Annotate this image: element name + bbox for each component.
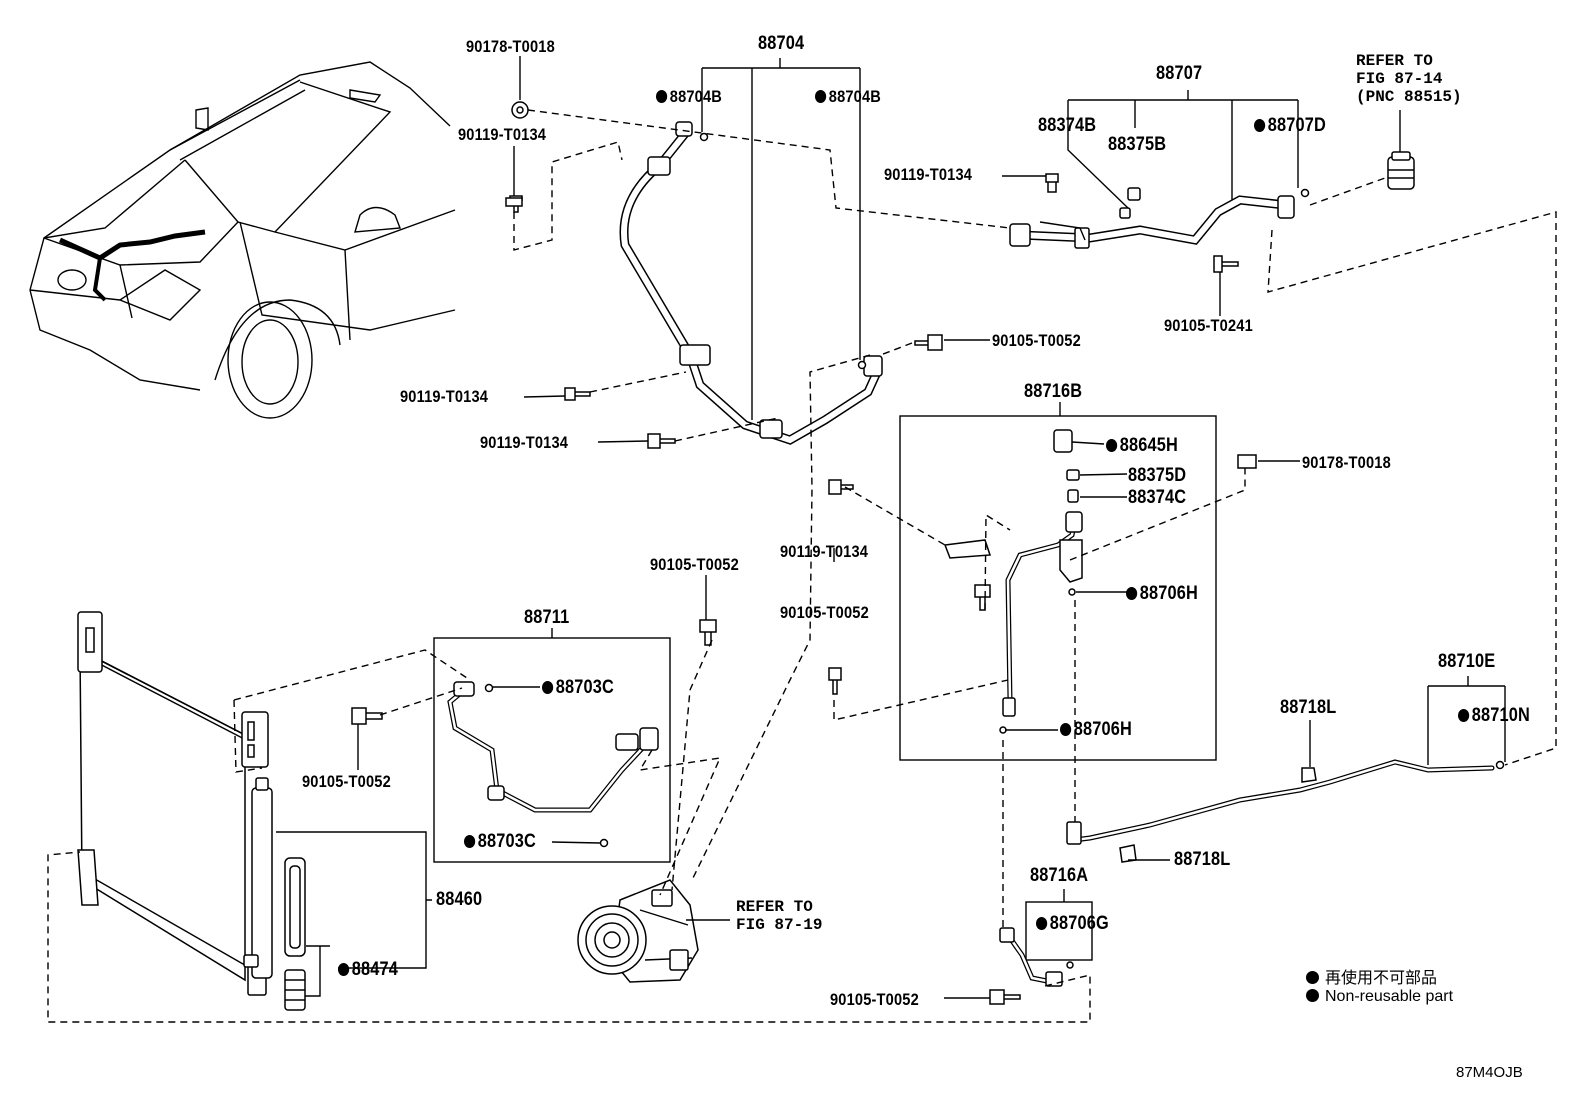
legend-row-chinese: 再使用不可部品 bbox=[1306, 964, 1437, 988]
desiccant-88474-icon bbox=[284, 857, 306, 1011]
part-label-88710n: 88710N bbox=[1458, 706, 1530, 725]
part-label-88645h: 88645H bbox=[1106, 436, 1178, 455]
part-label-90119-t0134-a: 90119-T0134 bbox=[458, 125, 547, 144]
part-label-90105-t0052-e: 90105-T0052 bbox=[830, 990, 919, 1009]
pipe-88707 bbox=[1009, 187, 1310, 249]
part-label-88704: 88704 bbox=[758, 33, 805, 54]
leader-lines bbox=[276, 56, 1506, 999]
part-label-88706h-b: 88706H bbox=[1060, 720, 1132, 739]
part-label-90105-t0052-c: 90105-T0052 bbox=[780, 603, 869, 622]
part-label-88706h-a: 88706H bbox=[1126, 584, 1198, 603]
refer-fig-87-19: REFER TO FIG 87-19 bbox=[736, 898, 823, 934]
part-label-90119-t0134-e: 90119-T0134 bbox=[780, 542, 869, 561]
part-label-88703c-b: 88703C bbox=[464, 832, 536, 851]
part-label-88474: 88474 bbox=[338, 960, 398, 979]
part-label-88703c-a: 88703C bbox=[542, 678, 614, 697]
legend-text-chinese: 再使用不可部品 bbox=[1325, 970, 1438, 987]
part-label-88718l-b: 88718L bbox=[1174, 849, 1231, 870]
condenser-88460-icon bbox=[77, 611, 273, 996]
part-label-88460: 88460 bbox=[436, 889, 483, 910]
box-88716b bbox=[899, 415, 1217, 761]
pipe-88716a bbox=[999, 927, 1074, 987]
part-label-88716a: 88716A bbox=[1030, 865, 1089, 886]
pipe-88716b bbox=[943, 429, 1083, 734]
part-label-90178-t0018-right: 90178-T0018 bbox=[1302, 453, 1391, 472]
part-label-88704b-left: 88704B bbox=[656, 88, 722, 105]
receiver-icon bbox=[1387, 151, 1415, 190]
part-label-90119-t0134-c: 90119-T0134 bbox=[400, 387, 489, 406]
refer-fig-87-14: REFER TO FIG 87-14 (PNC 88515) bbox=[1356, 52, 1462, 106]
part-label-90105-t0052-a: 90105-T0052 bbox=[992, 331, 1081, 350]
part-label-88716b: 88716B bbox=[1024, 381, 1083, 402]
part-label-90119-t0134-b: 90119-T0134 bbox=[884, 165, 973, 184]
part-label-88710e: 88710E bbox=[1438, 651, 1496, 672]
part-label-88704b-right: 88704B bbox=[815, 88, 881, 105]
part-label-90119-t0134-d: 90119-T0134 bbox=[480, 433, 569, 452]
part-label-88374c: 88374C bbox=[1128, 487, 1187, 508]
suction-hose-88704 bbox=[619, 121, 883, 445]
vehicle-front-icon bbox=[29, 61, 456, 419]
part-label-88707: 88707 bbox=[1156, 63, 1203, 84]
part-label-90105-t0052-b: 90105-T0052 bbox=[650, 555, 739, 574]
non-reusable-dot-icon bbox=[1306, 971, 1319, 984]
hose-88711 bbox=[447, 681, 659, 848]
part-label-88718l-a: 88718L bbox=[1280, 697, 1337, 718]
part-label-88707d: 88707D bbox=[1254, 116, 1326, 135]
illustration-code: 87M4OJB bbox=[1456, 1064, 1523, 1081]
part-label-88711: 88711 bbox=[524, 607, 570, 628]
dashed-guide-lines bbox=[47, 109, 1557, 1023]
non-reusable-dot-icon bbox=[1306, 989, 1319, 1002]
part-label-88706g: 88706G bbox=[1036, 914, 1109, 933]
part-label-88374b: 88374B bbox=[1038, 115, 1097, 136]
part-label-88375d: 88375D bbox=[1128, 465, 1187, 486]
part-label-90105-t0052-d: 90105-T0052 bbox=[302, 772, 391, 791]
legend-row-english: Non-reusable part bbox=[1306, 988, 1453, 1006]
legend-text-english: Non-reusable part bbox=[1325, 988, 1454, 1005]
bolt-icons bbox=[351, 101, 1257, 1005]
compressor-icon bbox=[577, 879, 699, 983]
part-label-90105-t0241: 90105-T0241 bbox=[1164, 316, 1253, 335]
pipe-88710e bbox=[1066, 759, 1505, 863]
part-label-88375b: 88375B bbox=[1108, 134, 1167, 155]
part-label-90178-t0018-top: 90178-T0018 bbox=[466, 37, 555, 56]
